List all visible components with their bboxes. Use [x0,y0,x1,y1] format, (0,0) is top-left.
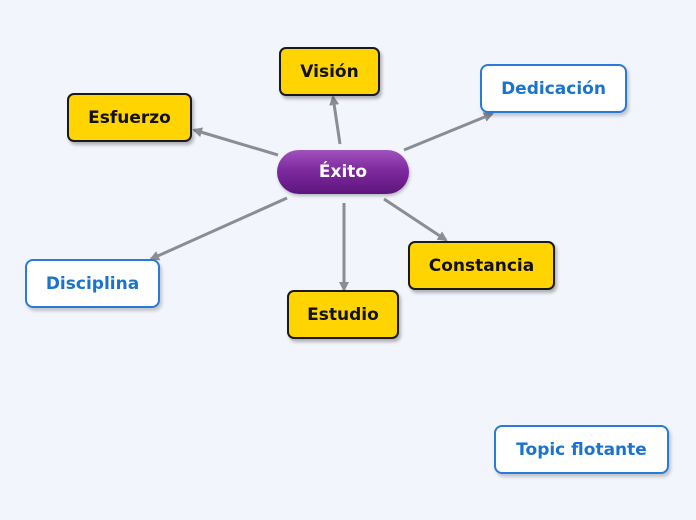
connector-disciplina [149,196,288,261]
topic-estudio[interactable]: Estudio [287,290,399,339]
topic-disciplina-label: Disciplina [45,273,140,294]
topic-constancia-label: Constancia [428,255,535,276]
central-topic-label: Éxito [318,162,368,182]
topic-dedicacion-label: Dedicación [501,78,606,99]
connector-esfuerzo [192,127,279,157]
topic-esfuerzo[interactable]: Esfuerzo [67,93,192,142]
central-topic-exito[interactable]: Éxito [277,150,409,194]
connector-dedicacion [403,112,494,152]
floating-topic-label: Topic flotante [516,439,647,460]
topic-vision[interactable]: Visión [279,47,380,96]
connector-vision [329,95,342,145]
topic-esfuerzo-label: Esfuerzo [88,107,171,128]
connector-constancia [383,197,448,242]
topic-dedicacion[interactable]: Dedicación [480,64,627,113]
floating-topic[interactable]: Topic flotante [494,425,669,474]
topic-constancia[interactable]: Constancia [408,241,555,290]
topic-disciplina[interactable]: Disciplina [25,259,160,308]
topic-estudio-label: Estudio [307,304,379,325]
topic-vision-label: Visión [300,61,359,82]
